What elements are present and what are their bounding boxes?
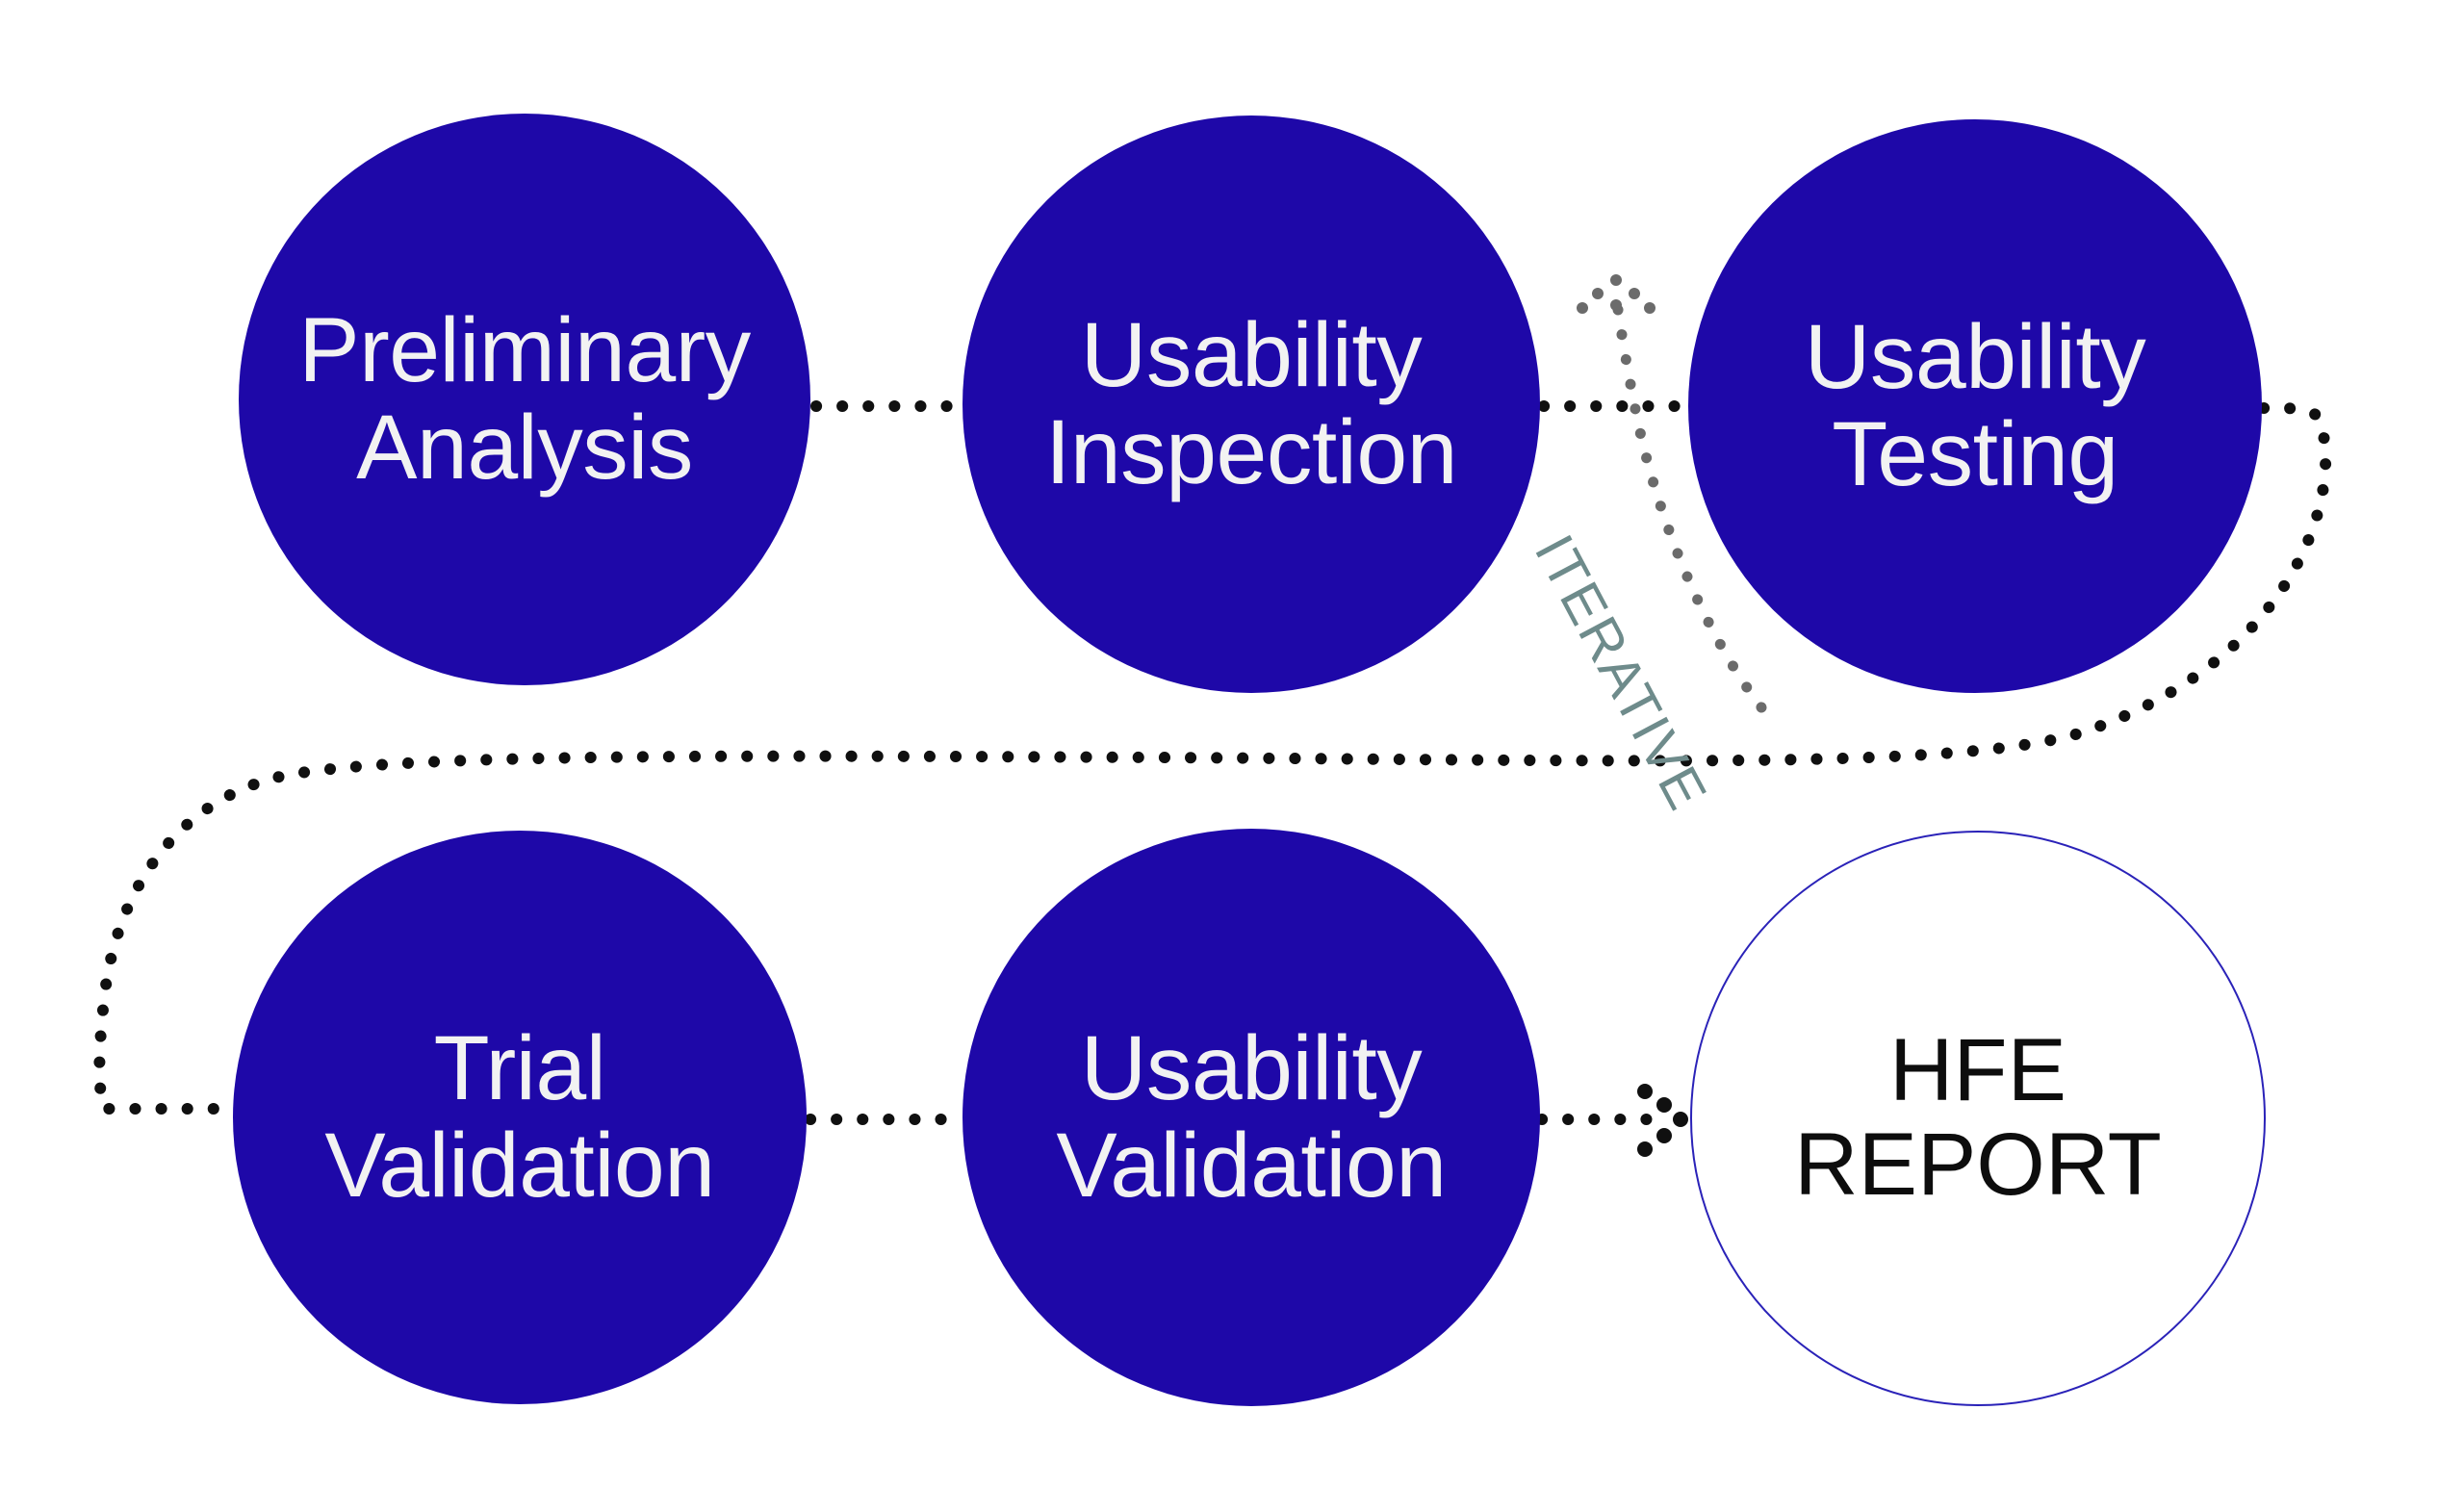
connector-iterative-arc <box>1609 283 1767 713</box>
node-label-usability-inspection: Usability Inspection <box>1044 304 1458 503</box>
node-trial-validation[interactable]: Trial Validation <box>233 831 807 1404</box>
node-label-usability-testing: Usability Testing <box>1804 306 2146 505</box>
node-usability-testing[interactable]: Usability Testing <box>1688 119 2262 693</box>
node-hfe-report[interactable]: HFE REPORT <box>1690 831 2266 1406</box>
node-label-hfe-report: HFE REPORT <box>1794 1021 2162 1214</box>
node-label-trial-validation: Trial Validation <box>324 1017 715 1217</box>
node-usability-validation[interactable]: Usability Validation <box>962 829 1540 1406</box>
node-label-preliminary-analysis: Preliminary Analysis <box>298 299 751 499</box>
node-preliminary-analysis[interactable]: Preliminary Analysis <box>239 114 810 685</box>
node-usability-inspection[interactable]: Usability Inspection <box>962 115 1540 693</box>
iterative-arrowhead <box>1577 274 1656 314</box>
node-label-usability-validation: Usability Validation <box>1056 1017 1447 1217</box>
report-arrowhead <box>1637 1084 1688 1157</box>
